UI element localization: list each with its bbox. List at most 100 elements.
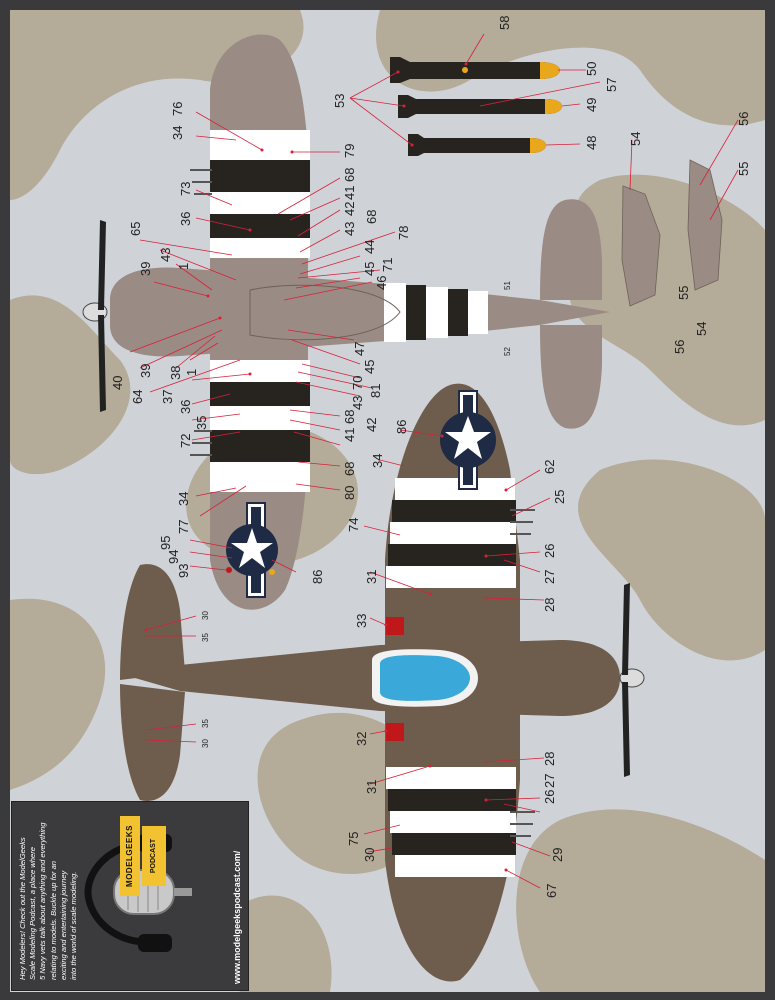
topside-wing-invasion-stripes-upper — [386, 478, 516, 588]
callout: 36 — [178, 212, 193, 226]
callout: 40 — [110, 376, 125, 390]
callout: 41 — [342, 186, 357, 200]
callout: 86 — [394, 420, 409, 434]
callout: 27 — [542, 774, 557, 788]
callout: 54 — [628, 132, 643, 146]
callout: 57 — [604, 78, 619, 92]
callout: 44 — [362, 240, 377, 254]
callout: 39 — [138, 364, 153, 378]
promo-line: exciting and entertaining journey — [58, 870, 68, 980]
callout: 34 — [176, 492, 191, 506]
callout: 43 — [158, 248, 173, 262]
callout: 55 — [676, 286, 691, 300]
callout: 68 — [342, 168, 357, 182]
callout: 30 — [362, 848, 377, 862]
callout: 35 — [194, 416, 209, 430]
bombs — [390, 57, 562, 156]
callout: 35 — [201, 719, 210, 728]
callout: 47 — [352, 342, 367, 356]
callout: 28 — [542, 752, 557, 766]
podcast-url-link[interactable]: www.modelgeekspodcast.com/ — [232, 850, 242, 984]
callout: 62 — [542, 460, 557, 474]
callout: 51 — [503, 281, 512, 290]
topside-star-insignia — [440, 390, 496, 490]
callout: 26 — [542, 790, 557, 804]
callout: 38 — [168, 366, 183, 380]
callout: 70 — [350, 376, 365, 390]
podcast-promo-content: Hey Modelers! Check out the ModelGeeks S… — [12, 802, 248, 990]
callout: 36 — [178, 400, 193, 414]
callout: 27 — [542, 570, 557, 584]
callout: 39 — [138, 262, 153, 276]
callout: 67 — [544, 884, 559, 898]
underside-tail-upper — [540, 199, 602, 300]
underside-fuselage — [110, 267, 610, 357]
callout: 29 — [550, 848, 565, 862]
callout: 71 — [380, 258, 395, 272]
callout: 45 — [362, 262, 377, 276]
callout-labels: 58 53 50 57 49 48 54 56 55 55 56 54 76 3… — [110, 16, 751, 898]
promo-text: Hey Modelers! Check out the ModelGeeks S… — [18, 810, 79, 980]
red-panel-lower — [386, 723, 404, 741]
callout: 31 — [364, 570, 379, 584]
topside-tail-lower — [120, 684, 185, 801]
topside-canopy-glass — [380, 655, 470, 701]
leader-lines — [129, 33, 739, 889]
callout: 55 — [736, 162, 751, 176]
callout: 72 — [178, 434, 193, 448]
callout: 37 — [160, 390, 175, 404]
callout: 80 — [342, 486, 357, 500]
callout: 30 — [201, 611, 210, 620]
callout: 68 — [364, 210, 379, 224]
callout: 64 — [130, 390, 145, 404]
callout: 53 — [332, 94, 347, 108]
callout: 78 — [396, 226, 411, 240]
callout: 93 — [176, 564, 191, 578]
underside-tail-lower — [540, 325, 602, 429]
topside-tail-upper — [120, 564, 185, 680]
callout: 79 — [342, 144, 357, 158]
drop-tank-parts — [621, 159, 723, 307]
red-panel-upper — [386, 617, 404, 635]
callout: 41 — [342, 428, 357, 442]
callout: 1 — [184, 369, 199, 376]
callout: 34 — [370, 454, 385, 468]
callout: 86 — [310, 570, 325, 584]
callout: 81 — [368, 384, 383, 398]
logo-subtitle: PODCAST — [142, 826, 166, 886]
callout: 54 — [694, 322, 709, 336]
callout: 58 — [497, 16, 512, 30]
callout: 26 — [542, 544, 557, 558]
callout: 75 — [346, 832, 361, 846]
callout: 94 — [166, 550, 181, 564]
callout: 48 — [584, 136, 599, 150]
callout: 42 — [364, 418, 379, 432]
callout: 32 — [354, 732, 369, 746]
aircraft-topside-view — [120, 383, 645, 982]
callout: 56 — [736, 112, 751, 126]
promo-line: relating to models. Buckle up for an — [48, 860, 58, 980]
promo-line: 5 Navy vets talk about anything and ever… — [38, 822, 48, 980]
callout: 76 — [170, 102, 185, 116]
promo-line: Hey Modelers! Check out the ModelGeeks — [18, 837, 27, 980]
callout: 46 — [374, 276, 389, 290]
callout: 30 — [201, 739, 210, 748]
callout: 31 — [364, 780, 379, 794]
logo-title: MODELGEEKS — [120, 816, 140, 896]
callout: 42 — [342, 202, 357, 216]
callout: 50 — [584, 62, 599, 76]
callout: 65 — [128, 222, 143, 236]
callout: 49 — [584, 98, 599, 112]
podcast-promo-box: Hey Modelers! Check out the ModelGeeks S… — [11, 801, 249, 991]
callout: 28 — [542, 598, 557, 612]
callout: 68 — [342, 410, 357, 424]
callout: 43 — [350, 396, 365, 410]
callout: 68 — [342, 462, 357, 476]
callout: 45 — [362, 360, 377, 374]
underside-star-insignia — [226, 502, 278, 598]
callout: 43 — [342, 222, 357, 236]
underside-gun-barrels — [190, 169, 212, 456]
